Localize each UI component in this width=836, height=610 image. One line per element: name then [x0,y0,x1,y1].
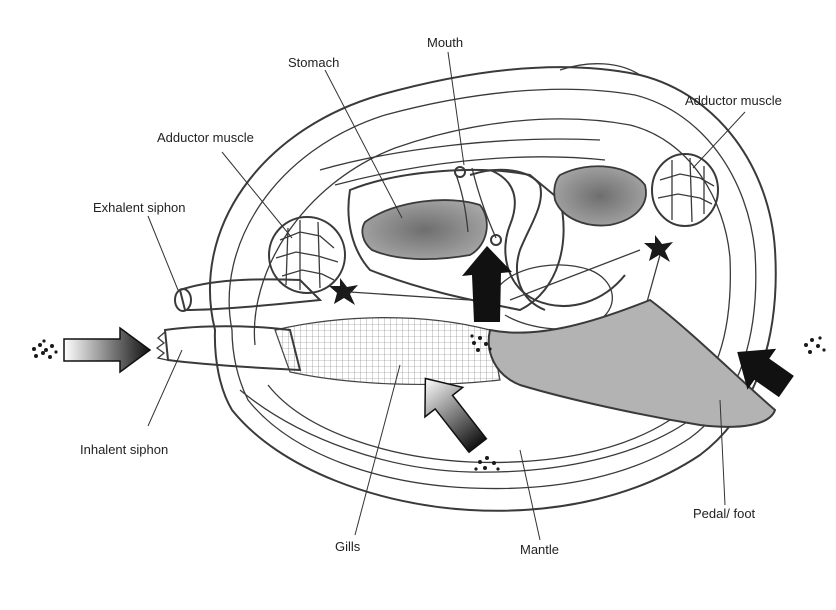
inflow-arrow-left [64,328,150,372]
label-pedal-foot: Pedal/ foot [693,506,756,521]
label-mouth: Mouth [427,35,463,50]
label-inhalent-siphon: Inhalent siphon [80,442,168,457]
digestive-gland [554,166,646,225]
adductor-muscle-right [652,154,718,226]
gills-shape [275,318,500,385]
label-stomach: Stomach [288,55,339,70]
label-gills: Gills [335,539,361,554]
label-adductor-muscle-left: Adductor muscle [157,130,254,145]
label-exhalent-siphon: Exhalent siphon [93,200,186,215]
label-adductor-muscle-right: Adductor muscle [685,93,782,108]
label-mantle: Mantle [520,542,559,557]
outflow-arrow-up [462,246,512,322]
leader-lines [148,52,745,540]
foot [489,300,775,427]
adductor-muscle-left [269,217,345,293]
